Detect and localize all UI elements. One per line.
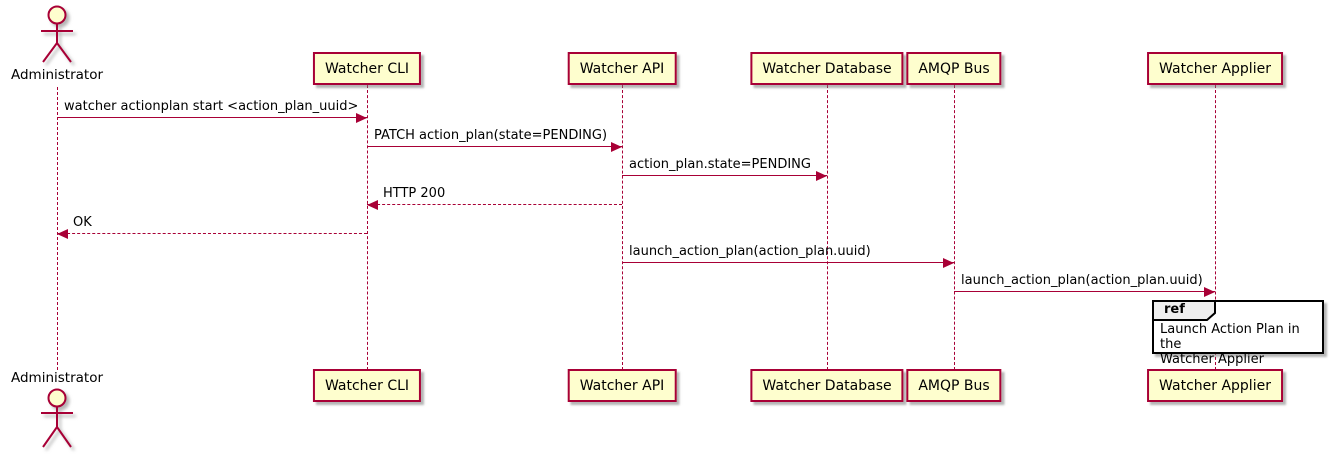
actor-icon [41,5,73,63]
ref-keyword: ref [1164,302,1185,317]
participant-top-amqp-bus: AMQP Bus [906,52,1002,85]
message-line-2 [622,175,827,176]
ref-text-line: Watcher Applier [1160,352,1264,367]
lifeline-watcher-database [826,85,828,370]
arrowhead-6 [1204,286,1215,297]
participant-top-watcher-database: Watcher Database [750,52,904,85]
arrowhead-5 [943,257,954,268]
lifeline-watcher-cli [366,85,368,370]
message-label-5: launch_action_plan(action_plan.uuid) [629,244,871,259]
message-label-4: OK [73,215,92,230]
ref-text: Launch Action Plan in the Watcher Applie… [1160,322,1322,367]
arrowhead-4 [57,228,68,239]
arrowhead-3 [367,199,378,210]
ref-text-line: Launch Action Plan in the [1160,322,1300,352]
message-line-1 [367,146,622,147]
lifeline-watcher-api [621,85,623,370]
participant-bottom-amqp-bus: AMQP Bus [906,369,1002,402]
message-line-0 [57,117,367,118]
message-line-6 [954,291,1215,292]
actor-icon [41,388,73,448]
message-line-4 [57,233,367,234]
ref-fragment: ref Launch Action Plan in the Watcher Ap… [1152,300,1324,367]
message-line-5 [622,262,954,263]
message-line-3 [367,204,622,205]
participant-top-watcher-api: Watcher API [567,52,677,85]
actor-label: Administrator [10,67,104,83]
participant-bottom-watcher-database: Watcher Database [750,369,904,402]
message-label-1: PATCH action_plan(state=PENDING) [374,128,608,143]
participant-bottom-watcher-api: Watcher API [567,369,677,402]
message-label-3: HTTP 200 [383,186,446,201]
lifeline-amqp-bus [953,85,955,370]
actor-label: Administrator [10,370,104,386]
participant-bottom-watcher-applier: Watcher Applier [1147,369,1283,402]
ref-tab [1152,300,1216,321]
participant-bottom-watcher-cli: Watcher CLI [312,369,422,402]
participant-top-watcher-applier: Watcher Applier [1147,52,1283,85]
message-label-6: launch_action_plan(action_plan.uuid) [961,273,1203,288]
message-label-2: action_plan.state=PENDING [629,157,811,172]
arrowhead-2 [816,170,827,181]
arrowhead-1 [611,141,622,152]
message-label-0: watcher actionplan start <action_plan_uu… [64,99,359,114]
arrowhead-0 [356,112,367,123]
lifeline-watcher-applier [1214,85,1216,370]
participant-top-watcher-cli: Watcher CLI [312,52,422,85]
